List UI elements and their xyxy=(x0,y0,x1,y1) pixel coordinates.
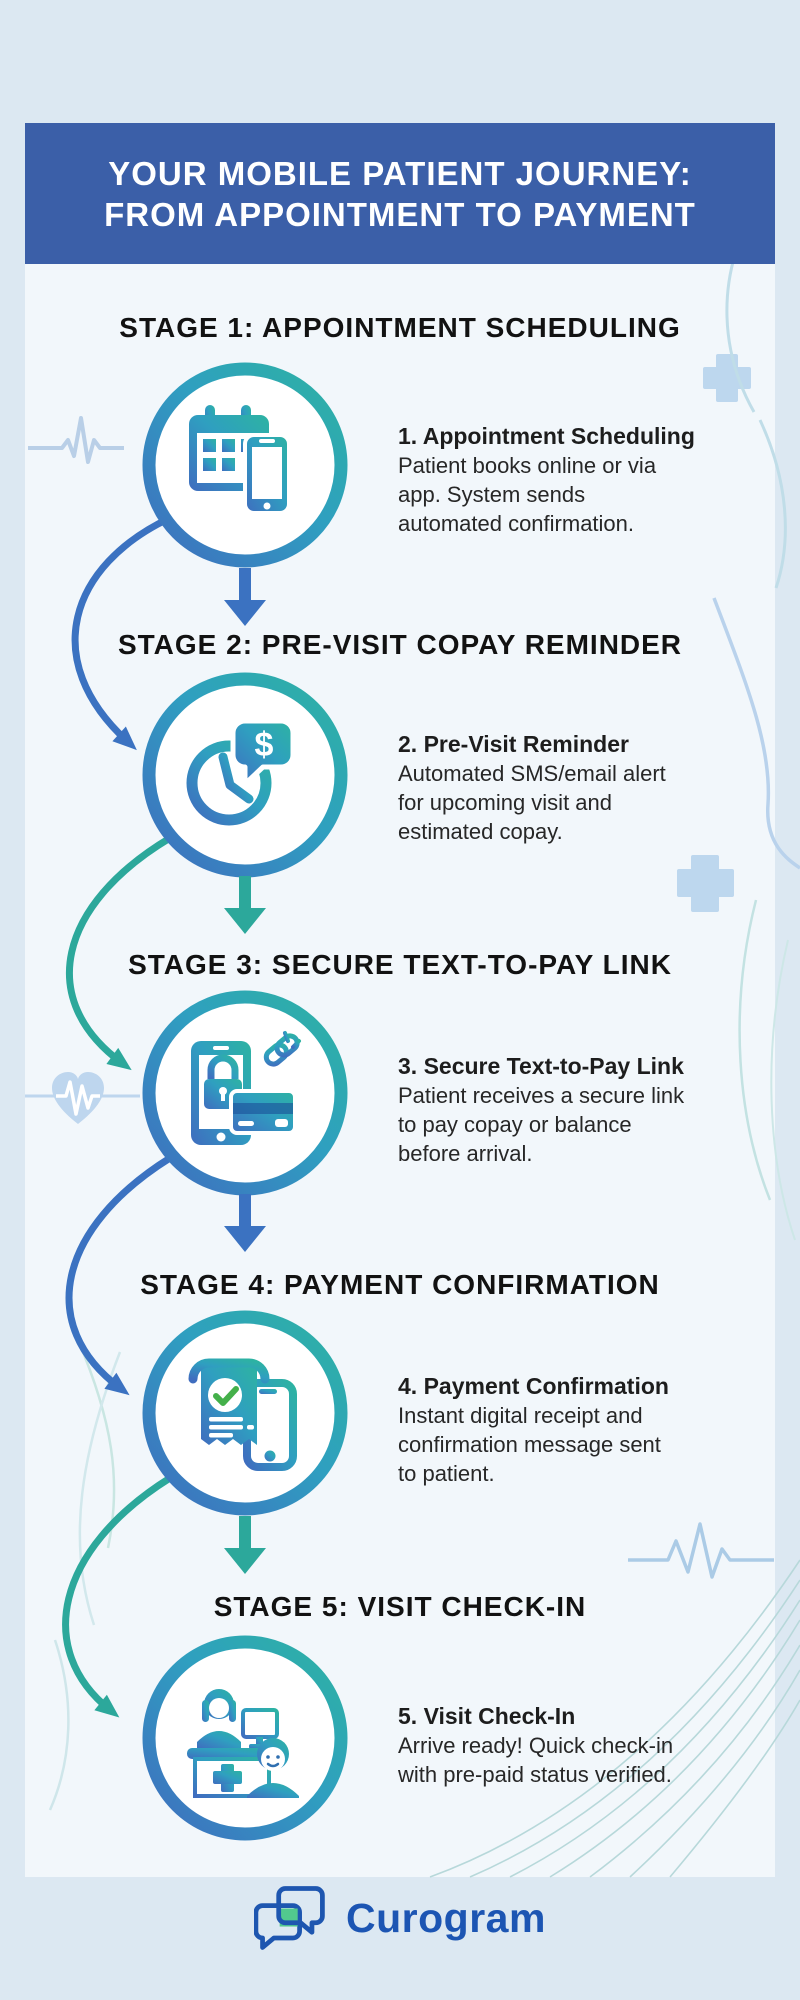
chat-bubbles-icon xyxy=(254,1886,325,1950)
stage-4-heading: STAGE 4: PAYMENT CONFIRMATION xyxy=(140,1269,660,1300)
stage-3-circle xyxy=(142,990,348,1196)
stage-1-text: 1. Appointment Scheduling Patient books … xyxy=(398,422,738,538)
stage-2-line: for upcoming visit and xyxy=(398,790,612,815)
stage-4-circle xyxy=(142,1310,348,1516)
calendar-smartphone-glyph xyxy=(189,405,291,515)
stage-3-heading: STAGE 3: SECURE TEXT-TO-PAY LINK xyxy=(128,949,672,980)
stage-2-title: 2. Pre-Visit Reminder xyxy=(398,731,629,757)
stage-2-line: estimated copay. xyxy=(398,819,563,844)
stage-1-title: 1. Appointment Scheduling xyxy=(398,423,695,449)
receipt-check-smartphone-icon xyxy=(142,1310,348,1516)
stage-4-line: confirmation message sent xyxy=(398,1432,661,1457)
down-arrow-stage2-icon xyxy=(224,876,266,934)
stage-1-line: automated confirmation. xyxy=(398,511,635,536)
dollar-glyph: $ xyxy=(255,726,274,764)
clock-dollar-bubble-icon: $ xyxy=(142,672,348,878)
receipt-check-glyph xyxy=(188,1358,297,1471)
stage-2-heading: STAGE 2: PRE-VISIT COPAY REMINDER xyxy=(117,629,683,660)
stage-3-line: to pay copay or balance xyxy=(398,1112,632,1137)
stage-5-circle xyxy=(142,1635,348,1841)
brand-logo: Curogram xyxy=(0,1885,800,1951)
stage-3-title: 3. Secure Text-to-Pay Link xyxy=(398,1053,684,1079)
stage-5-title: 5. Visit Check-In xyxy=(398,1703,576,1729)
banner-title-line1: YOUR MOBILE PATIENT JOURNEY: xyxy=(108,154,692,192)
brand-name: Curogram xyxy=(346,1894,546,1941)
sparkle-lines xyxy=(283,1031,301,1049)
checkin-desk-glyph xyxy=(187,1689,299,1798)
stage-3-text: 3. Secure Text-to-Pay Link Patient recei… xyxy=(398,1052,738,1168)
stage-3-line: before arrival. xyxy=(398,1141,533,1166)
stage-5-heading: STAGE 5: VISIT CHECK-IN xyxy=(213,1591,587,1622)
down-arrow-stage1-icon xyxy=(224,568,266,626)
stage-5-line: with pre-paid status verified. xyxy=(398,1762,672,1787)
calendar-smartphone-icon xyxy=(142,362,348,568)
clock-dollar-glyph: $ xyxy=(186,718,296,826)
stage-1-line: Patient books online or via xyxy=(398,453,657,478)
stage-1-line: app. System sends xyxy=(398,482,586,507)
stage-1-circle xyxy=(142,362,348,568)
banner-title-line2: FROM APPOINTMENT TO PAYMENT xyxy=(104,195,696,233)
reception-desk-checkin-icon xyxy=(142,1635,348,1841)
link-icon xyxy=(263,1033,300,1067)
down-arrow-stage4-icon xyxy=(224,1516,266,1574)
stage-2-text: 2. Pre-Visit Reminder Automated SMS/emai… xyxy=(398,730,738,846)
stage-1-heading: STAGE 1: APPOINTMENT SCHEDULING xyxy=(119,312,681,343)
title-banner: YOUR MOBILE PATIENT JOURNEY: FROM APPOIN… xyxy=(25,123,775,264)
stage-2-line: Automated SMS/email alert xyxy=(398,761,666,786)
stage-4-line: to patient. xyxy=(398,1461,495,1486)
stage-4-line: Instant digital receipt and xyxy=(398,1403,643,1428)
smartphone-lock-card-link-icon xyxy=(142,990,348,1196)
stage-4-text: 4. Payment Confirmation Instant digital … xyxy=(398,1372,738,1488)
stage-4-title: 4. Payment Confirmation xyxy=(398,1373,669,1399)
stage-2-circle: $ xyxy=(142,672,348,878)
stage-5-line: Arrive ready! Quick check-in xyxy=(398,1733,674,1758)
stage-5-text: 5. Visit Check-In Arrive ready! Quick ch… xyxy=(398,1702,738,1789)
phone-lock-card-glyph xyxy=(191,1031,301,1145)
stage-3-line: Patient receives a secure link xyxy=(398,1083,685,1108)
down-arrow-stage3-icon xyxy=(224,1194,266,1252)
